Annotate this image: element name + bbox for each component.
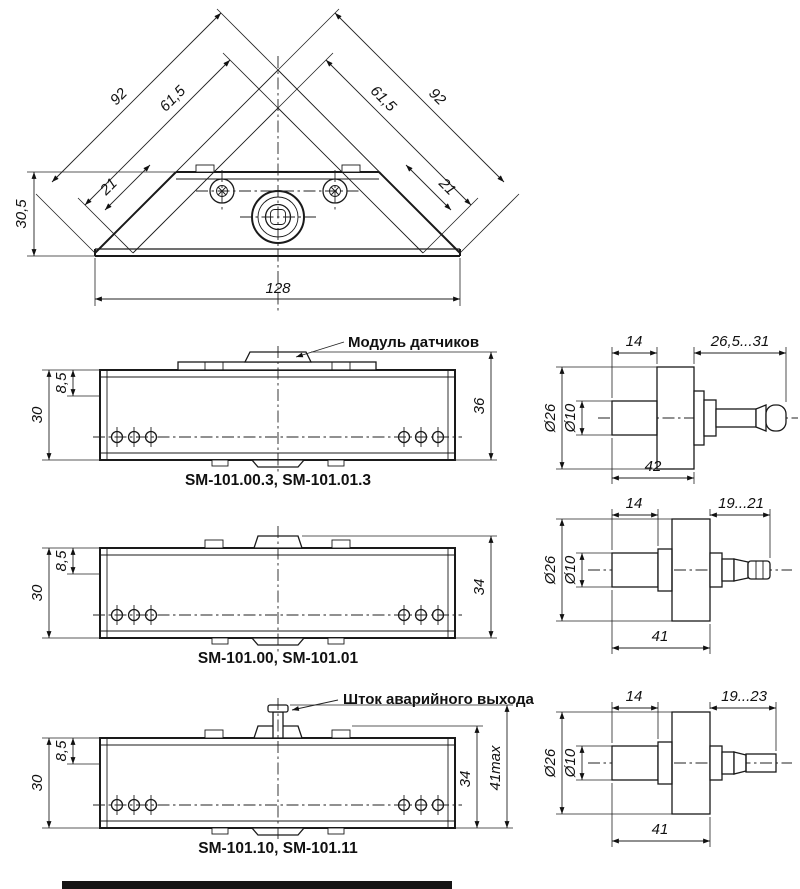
sensor-module (177, 351, 377, 371)
dim-stroke-knob-a: 26,5...31 (693, 333, 787, 402)
dim-8-5-view2-text: 8,5 (53, 550, 70, 572)
dim-61-5-left: 61,5 (77, 52, 279, 254)
dim-8-5-view3: 8,5 (53, 738, 100, 765)
dim-61-5-right: 61,5 (277, 52, 479, 254)
dia-10-knob-c: Ø10 (562, 745, 612, 781)
knob-view-a: 14 26,5...31 42 Ø26 Ø10 (542, 333, 798, 484)
knob-a-body (611, 366, 787, 470)
dim-41max-view3-text: 41max (487, 745, 504, 791)
dim-34-view3: 34 (352, 725, 513, 829)
dim-total-knob-a: 42 (611, 438, 695, 484)
annotation-emergency-rod-text: Шток аварийного выхода (343, 691, 534, 708)
bottom-plate-1 (211, 459, 345, 468)
dim-92-right: 92 (277, 8, 520, 254)
dim-total-knob-b-text: 41 (652, 628, 669, 645)
dim-61-5-right-text: 61,5 (367, 82, 400, 115)
knob-view-b: 14 19...21 41 Ø26 Ø10 (542, 495, 792, 654)
knob-b-body (611, 518, 771, 622)
dia-10-knob-a: Ø10 (562, 400, 612, 436)
dim-30-view2-text: 30 (29, 584, 46, 601)
dia-26-knob-b: Ø26 (542, 518, 672, 622)
dim-21-right-text: 21 (435, 174, 460, 199)
model-label-3: SM-101.10, SM-101.11 (198, 840, 358, 857)
dia-10-knob-b: Ø10 (562, 552, 612, 588)
dim-14-knob-a: 14 (611, 333, 658, 398)
bottom-crop-bar (62, 881, 452, 889)
dim-8-5-view3-text: 8,5 (53, 740, 70, 762)
dim-30-view3-text: 30 (29, 774, 46, 791)
model-label-2: SM-101.00, SM-101.01 (198, 650, 359, 667)
annotation-sensor-module-text: Модуль датчиков (348, 334, 479, 351)
dim-stroke-knob-c: 19...23 (709, 688, 777, 751)
top-plate-2 (204, 535, 351, 549)
dim-41max-view3: 41max (290, 704, 513, 828)
dia-26-knob-a-text: Ø26 (542, 403, 559, 433)
dia-26-knob-c-text: Ø26 (542, 748, 559, 778)
dim-34-view3-text: 34 (457, 771, 474, 788)
side-view-basic: 30 8,5 34 SM-101.00, SM-101.01 (29, 526, 497, 667)
knob-view-c: 14 19...23 41 Ø26 Ø10 (542, 688, 792, 847)
dim-61-5-left-text: 61,5 (156, 82, 189, 115)
dia-26-knob-c: Ø26 (542, 711, 672, 815)
dim-8-5-view1-text: 8,5 (53, 372, 70, 394)
dim-total-knob-c-text: 41 (652, 821, 669, 838)
dim-8-5-view1: 8,5 (53, 370, 100, 397)
side-view-sensors: 30 8,5 36 Модуль датчиков SM-101.00.3, S… (29, 334, 497, 489)
dim-92-left: 92 (35, 8, 279, 254)
dim-total-knob-a-text: 42 (645, 458, 662, 475)
dim-stroke-knob-a-text: 26,5...31 (710, 333, 769, 350)
dim-total-knob-b: 41 (611, 590, 711, 654)
dia-10-knob-b-text: Ø10 (562, 555, 579, 585)
lock-body-3 (99, 737, 456, 829)
dia-10-knob-a-text: Ø10 (562, 403, 579, 433)
model-label-1: SM-101.00.3, SM-101.01.3 (185, 472, 371, 489)
side-view-rod: 30 8,5 34 41max Шток аварийного выхода S… (29, 691, 534, 857)
dim-14-knob-a-text: 14 (626, 333, 643, 350)
dim-stroke-knob-c-text: 19...23 (721, 688, 768, 705)
knob-c-body (611, 711, 777, 815)
dim-stroke-knob-b-text: 19...21 (718, 495, 764, 512)
dim-36-view1: 36 (311, 351, 497, 461)
lock-body-2 (99, 547, 456, 639)
dim-stroke-knob-b: 19...21 (709, 495, 771, 558)
dim-36-view1-text: 36 (471, 397, 488, 414)
dim-width-128: 128 (94, 258, 461, 306)
top-corner-view: 128 30,5 92 61,5 61,5 (13, 8, 520, 314)
dim-92-left-text: 92 (107, 84, 131, 108)
dim-14-knob-c-text: 14 (626, 688, 643, 705)
dim-14-knob-c: 14 (611, 688, 659, 743)
dim-21-left-text: 21 (96, 175, 121, 200)
annotation-emergency-rod: Шток аварийного выхода (291, 691, 534, 711)
annotation-sensor-module: Модуль датчиков (295, 334, 479, 358)
dim-30-5-text: 30,5 (13, 199, 30, 229)
dim-14-knob-b-text: 14 (626, 495, 643, 512)
dim-92-right-text: 92 (425, 85, 449, 109)
dia-26-knob-b-text: Ø26 (542, 555, 559, 585)
dia-10-knob-c-text: Ø10 (562, 748, 579, 778)
dia-26-knob-a: Ø26 (542, 366, 657, 470)
lock-body-1 (99, 369, 456, 461)
dim-34-view2-text: 34 (471, 579, 488, 596)
dim-30-view2: 30 (29, 547, 100, 639)
dim-14-knob-b: 14 (611, 495, 659, 550)
dim-34-view2: 34 (302, 535, 497, 639)
dim-21-right: 21 (405, 164, 460, 211)
dim-total-knob-c: 41 (611, 783, 711, 847)
dim-8-5-view2: 8,5 (53, 548, 100, 575)
dim-128-text: 128 (265, 280, 291, 297)
dim-30-view1-text: 30 (29, 406, 46, 423)
